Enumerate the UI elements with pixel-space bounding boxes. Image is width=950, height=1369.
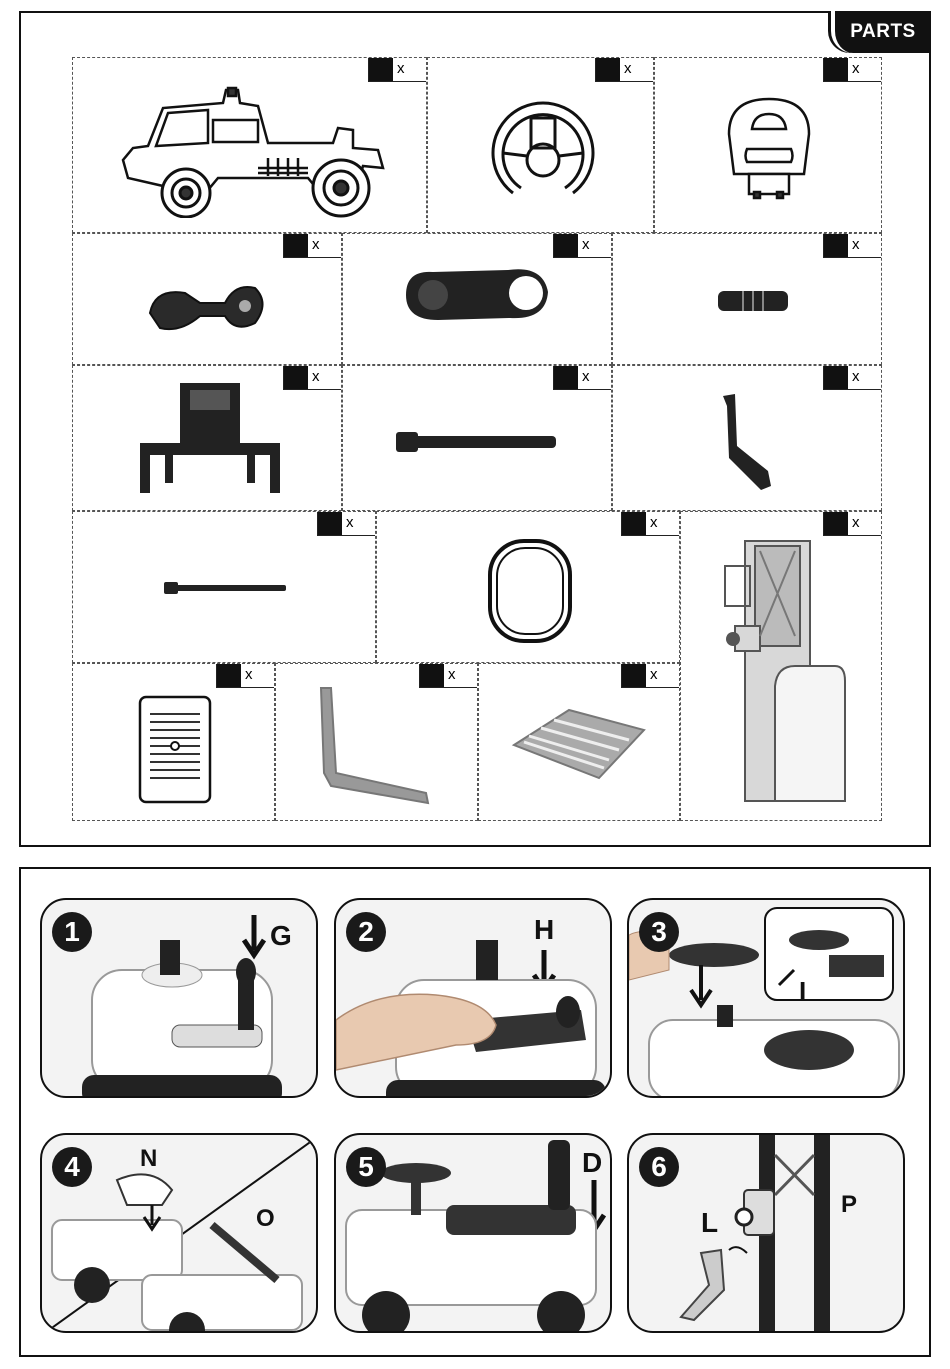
step-number: 4 [52, 1147, 92, 1187]
seat-ring-icon [485, 536, 575, 646]
step-1-panel: 1 G [40, 898, 318, 1098]
fork-arm-icon [316, 678, 436, 808]
part-cell-lever-bracket: x [342, 233, 612, 365]
parts-grid: x x [72, 57, 882, 821]
quantity-box: x [621, 512, 679, 536]
quantity-box: x [216, 664, 274, 688]
step-number: 3 [639, 912, 679, 952]
parts-tab-label: PARTS [850, 21, 915, 43]
pallet-icon [509, 700, 649, 790]
quantity-box: x [283, 366, 341, 390]
lever-bracket-icon [398, 260, 558, 330]
part-cell-gear-lever: x [72, 233, 342, 365]
part-cell-steering-wheel: x [427, 57, 654, 233]
crank-handle-icon [713, 386, 783, 496]
quantity-box: x [553, 366, 611, 390]
part-cell-forklift-bracket: x [72, 365, 342, 511]
step-number: 6 [639, 1147, 679, 1187]
step-4-panel: 4 N O [40, 1133, 318, 1333]
small-pin-icon [713, 286, 793, 316]
quantity-box: x [823, 234, 881, 258]
part-cell-fork-arm: x [275, 663, 478, 821]
part-letter-n: N [140, 1145, 157, 1173]
part-letter-h: H [534, 914, 554, 946]
backrest-seat-icon [719, 94, 819, 204]
quantity-box: x [621, 664, 679, 688]
part-letter-d: D [582, 1147, 602, 1179]
quantity-box: x [553, 234, 611, 258]
step-2-panel: 2 H [334, 898, 612, 1098]
step-3-panel: 3 I [627, 898, 905, 1098]
long-axle-icon [391, 428, 561, 458]
parts-section: PARTS x x [19, 11, 931, 847]
parts-tab: PARTS [831, 11, 931, 53]
battery-cover-icon [135, 692, 215, 807]
part-cell-thin-rod: x [72, 511, 376, 663]
steering-wheel-icon [483, 98, 603, 208]
part-cell-truck-body: x [72, 57, 427, 233]
part-cell-long-axle: x [342, 365, 612, 511]
forklift-mast-icon [715, 536, 855, 811]
thin-rod-icon [161, 578, 291, 598]
part-cell-backrest: x [654, 57, 882, 233]
step-number: 2 [346, 912, 386, 952]
part-cell-pallet: x [478, 663, 680, 821]
step-number: 1 [52, 912, 92, 952]
quantity-box: x [283, 234, 341, 258]
part-letter-p: P [841, 1191, 857, 1219]
part-cell-forklift-mast: x [680, 511, 882, 821]
ride-on-truck-body-icon [108, 68, 408, 218]
assembly-steps-section: 1 G 2 H 3 I [19, 867, 931, 1357]
part-cell-seat-ring: x [376, 511, 680, 663]
part-cell-crank-handle: x [612, 365, 882, 511]
part-cell-battery-cover: x [72, 663, 275, 821]
part-letter-i: I [799, 976, 806, 1007]
part-cell-small-pin: x [612, 233, 882, 365]
quantity-box: x [823, 58, 881, 82]
quantity-box: x [317, 512, 375, 536]
step-5-panel: 5 D [334, 1133, 612, 1333]
part-letter-g: G [270, 920, 292, 952]
quantity-box: x [823, 512, 881, 536]
forklift-bracket-icon [135, 378, 285, 498]
gear-lever-icon [145, 278, 275, 338]
part-letter-o: O [256, 1205, 275, 1233]
quantity-box: x [823, 366, 881, 390]
step-6-panel: 6 L P [627, 1133, 905, 1333]
quantity-box: x [595, 58, 653, 82]
step-number: 5 [346, 1147, 386, 1187]
part-letter-l: L [701, 1207, 718, 1239]
